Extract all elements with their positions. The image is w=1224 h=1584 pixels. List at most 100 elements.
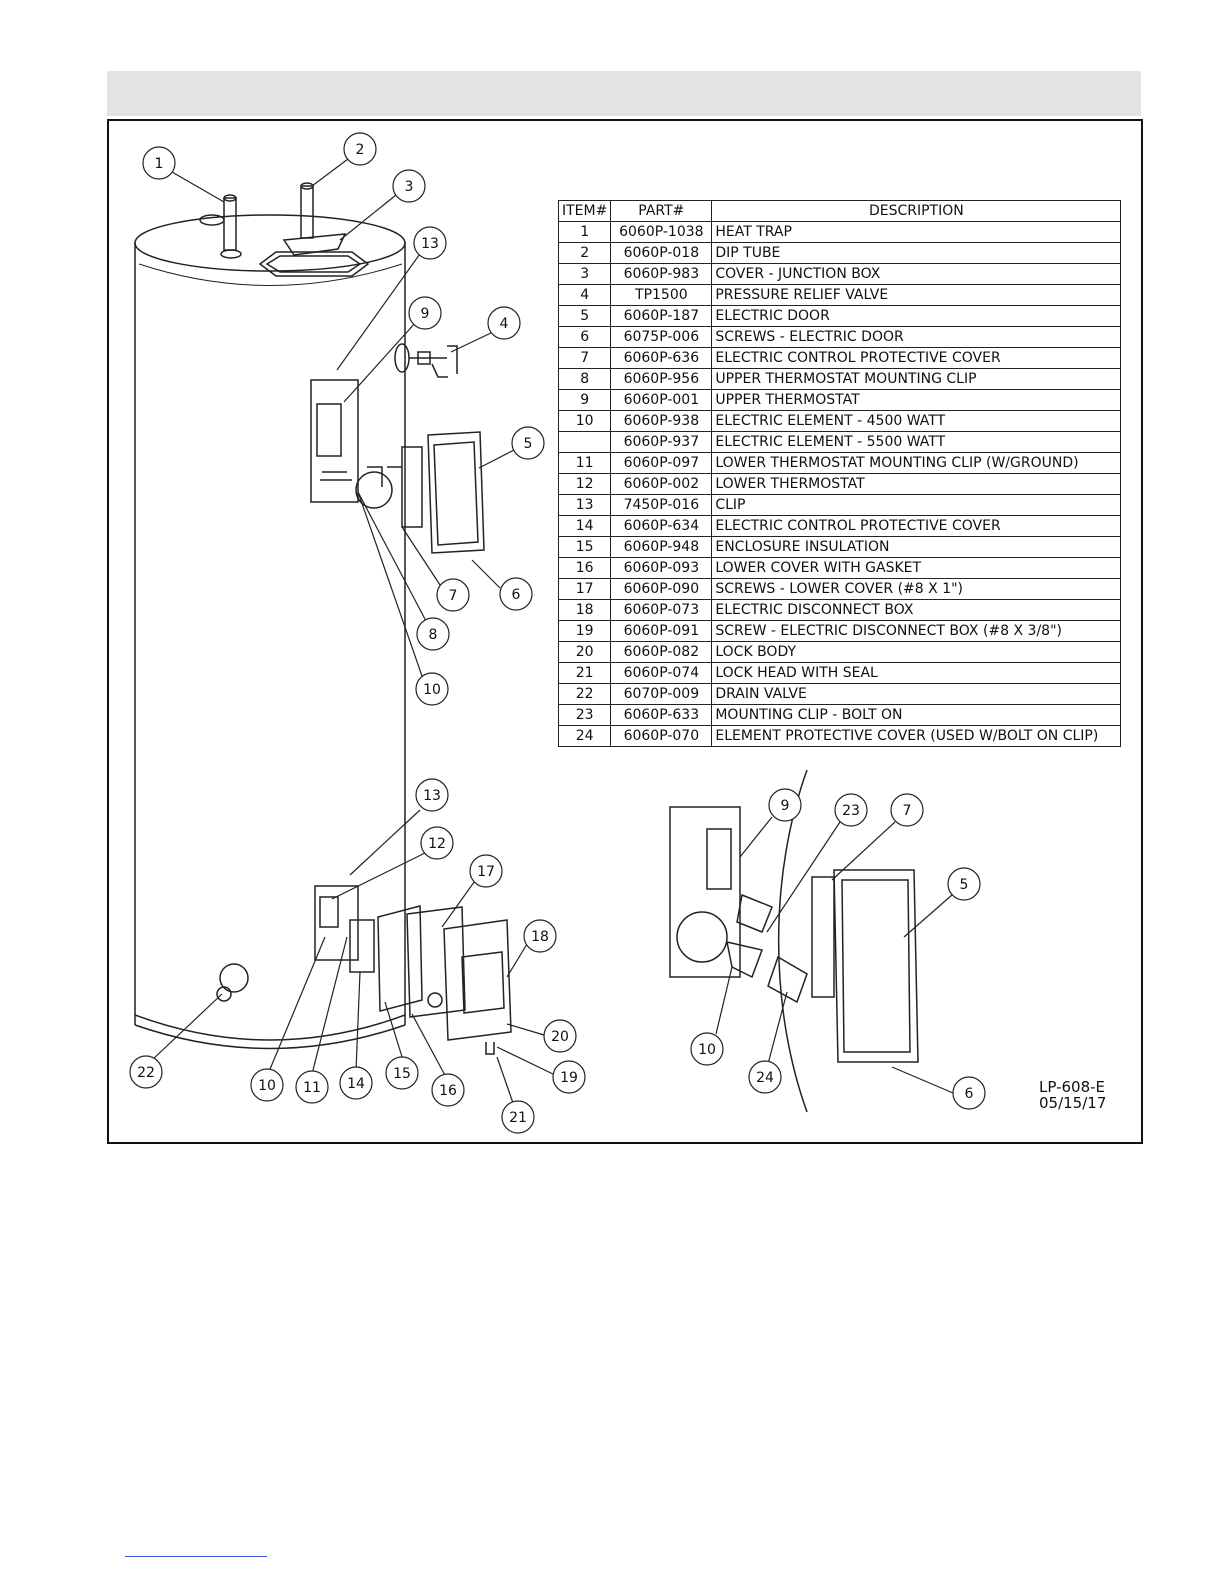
callout-14: 17 [469, 854, 503, 888]
callout-circle [129, 1055, 163, 1089]
callout-circle [768, 788, 802, 822]
cell-part: 6060P-634 [610, 515, 713, 537]
callout-circle [416, 617, 450, 651]
callout-circle [408, 296, 442, 330]
callout-circle [420, 826, 454, 860]
cell-part: 6060P-956 [610, 368, 713, 390]
callout-circle [343, 132, 377, 166]
cell-item: 13 [557, 494, 612, 516]
upper-controls [310, 379, 485, 554]
callout-12: 13 [415, 778, 449, 812]
callout-number: 23 [842, 803, 860, 819]
callout-29: 10 [690, 1032, 724, 1066]
cell-item: 7 [557, 347, 612, 369]
callout-number: 12 [428, 836, 446, 852]
callout-28: 5 [947, 867, 981, 901]
callout-circle [415, 672, 449, 706]
callout-number: 3 [405, 179, 414, 195]
callout-circle [469, 854, 503, 888]
cell-description: UPPER THERMOSTAT [711, 389, 1122, 411]
callout-circle [339, 1066, 373, 1100]
callout-24: 22 [129, 1055, 163, 1089]
callout-circle [552, 1060, 586, 1094]
cell-item: 4 [557, 284, 612, 306]
cell-description: PRESSURE RELIEF VALVE [711, 284, 1122, 306]
callout-17: 19 [552, 1060, 586, 1094]
cell-part: 6060P-074 [610, 662, 713, 684]
callout-23: 10 [250, 1068, 284, 1102]
callout-circle [748, 1060, 782, 1094]
callout-number: 15 [393, 1066, 411, 1082]
cell-description: ELECTRIC CONTROL PROTECTIVE COVER [711, 347, 1122, 369]
cell-part: 6060P-090 [610, 578, 713, 600]
cell-description: ELECTRIC ELEMENT - 5500 WATT [711, 431, 1122, 453]
lower-controls [314, 885, 512, 1055]
document-date: 05/15/17 [1039, 1094, 1107, 1112]
callout-1: 1 [142, 146, 176, 180]
callout-30: 24 [748, 1060, 782, 1094]
callout-number: 19 [560, 1070, 578, 1086]
callout-10: 8 [416, 617, 450, 651]
callout-number: 5 [960, 877, 969, 893]
cell-part: 6075P-006 [610, 326, 713, 348]
callout-9: 6 [499, 577, 533, 611]
cell-part: 6060P-097 [610, 452, 713, 474]
cell-description: LOWER COVER WITH GASKET [711, 557, 1122, 579]
cell-part: 6060P-018 [610, 242, 713, 264]
callout-number: 14 [347, 1076, 365, 1092]
callout-number: 11 [303, 1080, 321, 1096]
callout-31: 6 [952, 1076, 986, 1110]
callout-4: 13 [413, 226, 447, 260]
cell-description: COVER - JUNCTION BOX [711, 263, 1122, 285]
callout-number: 18 [531, 929, 549, 945]
callout-number: 2 [356, 142, 365, 158]
callout-13: 12 [420, 826, 454, 860]
cell-description: SCREWS - LOWER COVER (#8 X 1") [711, 578, 1122, 600]
bottom-link-line [125, 1556, 267, 1557]
cell-description: DRAIN VALVE [711, 683, 1122, 705]
callout-circle [142, 146, 176, 180]
callout-circle [295, 1070, 329, 1104]
callout-number: 10 [698, 1042, 716, 1058]
cell-description: CLIP [711, 494, 1122, 516]
cell-item: 23 [557, 704, 612, 726]
cell-part: 6060P-082 [610, 641, 713, 663]
callout-number: 9 [421, 306, 430, 322]
cell-part: 6060P-938 [610, 410, 713, 432]
callout-number: 6 [512, 587, 521, 603]
water-heater-tank [134, 214, 406, 1050]
callout-number: 20 [551, 1029, 569, 1045]
cell-item: 6 [557, 326, 612, 348]
callout-circle [511, 426, 545, 460]
document-number: LP-608-E [1039, 1078, 1106, 1096]
cell-part: TP1500 [610, 284, 713, 306]
callout-26: 23 [834, 793, 868, 827]
leader-lines [151, 158, 954, 1104]
callout-circle [947, 867, 981, 901]
cell-description: LOCK HEAD WITH SEAL [711, 662, 1122, 684]
cell-description: MOUNTING CLIP - BOLT ON [711, 704, 1122, 726]
header-part: PART# [610, 200, 713, 222]
cell-item: 2 [557, 242, 612, 264]
cell-description: ELECTRIC ELEMENT - 4500 WATT [711, 410, 1122, 432]
callout-number: 10 [258, 1078, 276, 1094]
cell-part: 6060P-983 [610, 263, 713, 285]
cell-description: SCREWS - ELECTRIC DOOR [711, 326, 1122, 348]
